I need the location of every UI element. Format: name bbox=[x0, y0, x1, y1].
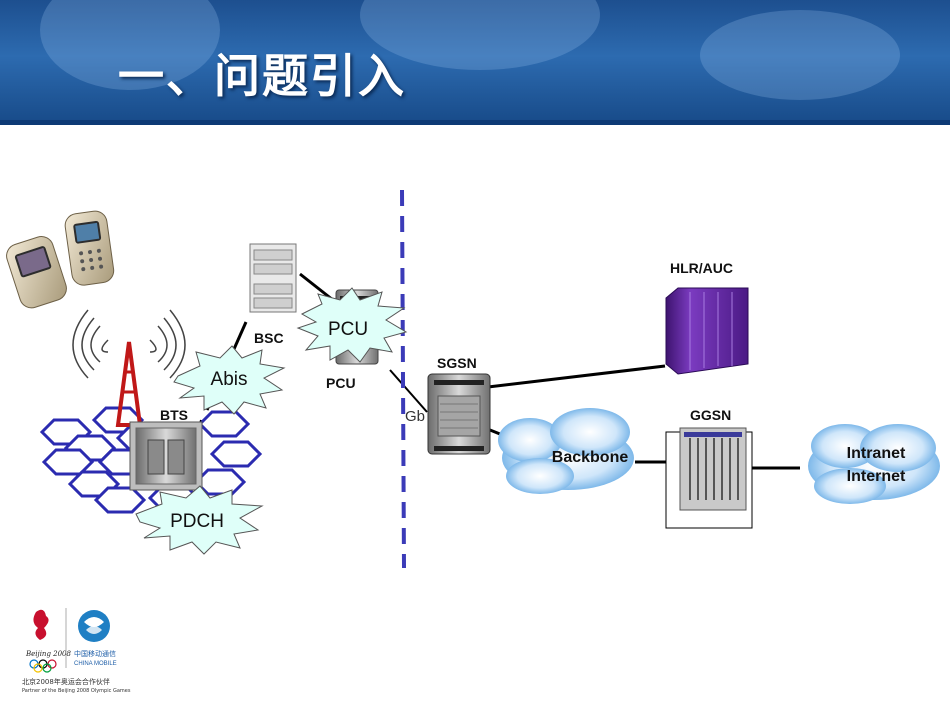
pcu-label: PCU bbox=[326, 375, 356, 391]
bts-cabinet-icon bbox=[129, 421, 203, 491]
beijing-2008-logo: Beijing 2008 bbox=[25, 609, 72, 673]
sgsn-label: SGSN bbox=[437, 355, 477, 371]
svg-text:中国移动通信: 中国移动通信 bbox=[74, 649, 116, 658]
partner-caption: 北京2008年奥运会合作伙伴 Partner of the Beijing 20… bbox=[22, 678, 130, 696]
pcu-sgsn-link bbox=[389, 369, 428, 413]
antenna-tower-icon bbox=[72, 309, 186, 427]
mobile-phones-image bbox=[6, 210, 115, 309]
internet-label: Internet bbox=[847, 468, 906, 485]
ggsn-label: GGSN bbox=[690, 407, 731, 423]
pdch-burst-label: PDCH bbox=[170, 511, 224, 532]
footer-logos: Beijing 2008 中国移动通信 CHINA MOBILE bbox=[25, 608, 117, 673]
intranet-label: Intranet bbox=[847, 445, 906, 462]
ggsn-chassis-icon bbox=[665, 427, 753, 529]
pcu-burst-callout: PCU bbox=[296, 287, 408, 363]
abis-burst-callout: Abis bbox=[173, 345, 286, 415]
domain-separator-dashed-line bbox=[400, 189, 406, 569]
hlr-auc-rack-icon bbox=[665, 287, 749, 375]
pcu-burst-label: PCU bbox=[328, 319, 368, 340]
header-stripe bbox=[0, 120, 950, 125]
slide-title: 一、问题引入 bbox=[118, 49, 406, 103]
china-mobile-logo: 中国移动通信 CHINA MOBILE bbox=[74, 610, 117, 667]
banner-decoration bbox=[700, 10, 900, 100]
pdch-burst-callout: PDCH bbox=[135, 485, 264, 555]
intranet-internet-cloud: Intranet Internet bbox=[808, 424, 940, 504]
sgsn-hlr-link bbox=[487, 364, 666, 389]
bsc-label: BSC bbox=[254, 330, 284, 346]
svg-text:CHINA MOBILE: CHINA MOBILE bbox=[74, 661, 117, 667]
backbone-cloud: Backbone bbox=[498, 408, 634, 494]
bts-label: BTS bbox=[160, 407, 188, 423]
header-banner: 一、问题引入 bbox=[0, 0, 950, 125]
bsc-pcu-link bbox=[299, 272, 334, 302]
partner-caption-cn: 北京2008年奥运会合作伙伴 bbox=[22, 678, 110, 686]
hlr-auc-label: HLR/AUC bbox=[670, 260, 733, 276]
partner-caption-en: Partner of the Beijing 2008 Olympic Game… bbox=[22, 688, 131, 694]
backbone-label: Backbone bbox=[552, 449, 629, 466]
bsc-rack-icon bbox=[249, 243, 297, 313]
svg-text:Beijing 2008: Beijing 2008 bbox=[25, 650, 72, 658]
gb-interface-label: Gb bbox=[405, 408, 425, 425]
abis-burst-label: Abis bbox=[211, 369, 248, 390]
sgsn-server-icon bbox=[427, 373, 491, 455]
